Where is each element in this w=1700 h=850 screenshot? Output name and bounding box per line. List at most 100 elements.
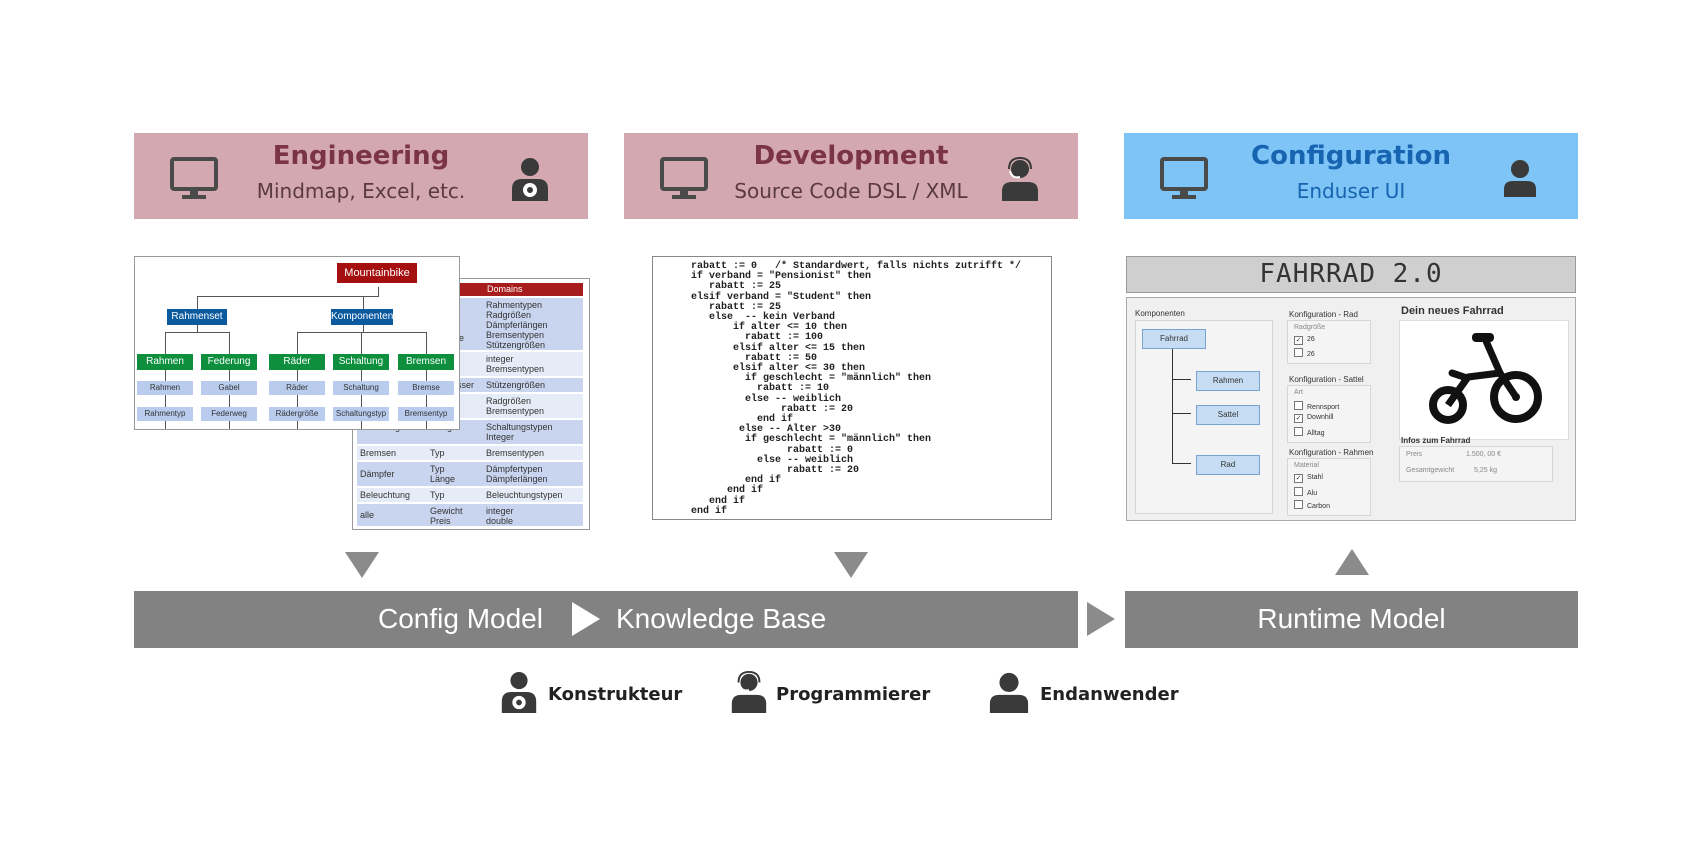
weight-label: Gesamtgewicht: [1406, 467, 1455, 474]
tree-node[interactable]: Rad: [1196, 455, 1260, 475]
rad-field-label: Radgröße: [1294, 324, 1326, 331]
components-label: Komponenten: [1135, 309, 1185, 318]
rad-section: Radgröße ✓26 26: [1287, 320, 1371, 364]
arrow-down-icon: [345, 552, 379, 578]
mindmap-category-node: Räder: [269, 354, 325, 370]
code-line: else -- weiblich: [691, 393, 842, 405]
code-line: rabatt := 0: [691, 444, 854, 456]
code-line: rabatt := 50: [691, 352, 818, 364]
code-line: if alter <= 10 then: [691, 322, 848, 334]
preview-title: Dein neues Fahrrad: [1401, 305, 1504, 317]
code-line: end if: [691, 475, 782, 487]
mindmap-leaf-node: Bremsentyp: [398, 407, 454, 421]
enduser-icon: [1504, 160, 1536, 197]
configuration-subtitle: Enduser UI: [1296, 179, 1406, 203]
tree-node-root[interactable]: Fahrrad: [1142, 329, 1206, 349]
mindmap-category-node: Rahmen: [137, 354, 193, 370]
table-row: alle Gewicht Preis integer double: [357, 504, 583, 526]
knowledge-base-label: Knowledge Base: [616, 603, 827, 634]
mindmap-category-node: Schaltung: [333, 354, 389, 370]
weight-value: 5,25 kg: [1474, 467, 1497, 474]
code-line: if geschlecht = "männlich" then: [691, 434, 932, 446]
mindmap-group-node: Komponenten: [331, 309, 393, 325]
programmer-headset-icon: [1002, 157, 1038, 201]
sattel-field-label: Art: [1294, 389, 1303, 396]
engineer-icon: [512, 158, 548, 201]
table-cell: Typ: [430, 448, 445, 458]
code-line: elsif alter <= 30 then: [691, 363, 866, 374]
mindmap-leaf-node: Rädergröße: [269, 407, 325, 421]
code-line: rabatt := 25: [691, 301, 782, 313]
rad-option[interactable]: 26: [1294, 348, 1315, 358]
code-line: if geschlecht = "männlich" then: [691, 373, 932, 385]
sattel-option[interactable]: ✓Downhill: [1294, 414, 1334, 423]
engineer-icon: [501, 671, 537, 713]
mindmap-leaf-node: Räder: [269, 381, 325, 395]
rad-section-title: Konfiguration - Rad: [1289, 310, 1358, 319]
code-line: rabatt := 0 /* Standardwert, falls nicht…: [691, 261, 1022, 272]
code-line: elsif alter <= 15 then: [691, 342, 866, 354]
mindmap-leaf-node: Schaltungstyp: [333, 407, 389, 421]
mindmap-leaf-node: Gabel: [201, 381, 257, 395]
config-model-label: Config Model: [378, 603, 543, 634]
code-line: else -- kein Verband: [691, 312, 836, 323]
enduser-icon: [989, 672, 1029, 713]
table-row: Beleuchtung Typ Beleuchtungstypen: [357, 488, 583, 502]
component-tree: Fahrrad Rahmen Sattel Rad: [1135, 320, 1273, 514]
mindmap-group-node: Rahmenset: [167, 309, 227, 325]
monitor-icon: [660, 157, 708, 199]
table-cell: integer double: [486, 506, 514, 526]
monitor-icon: [1160, 157, 1208, 199]
sattel-section-title: Konfiguration - Sattel: [1289, 375, 1364, 384]
table-cell: Radgrößen Bremsentypen: [486, 396, 545, 416]
mindmap-root-node: Mountainbike: [337, 263, 417, 283]
code-line: elsif verband = "Student" then: [691, 291, 872, 303]
app-window: Komponenten Fahrrad Rahmen Sattel Rad Ko…: [1126, 297, 1576, 521]
arrow-up-icon: [1335, 549, 1369, 575]
mindmap-leaf-node: Federweg: [201, 407, 257, 421]
code-line: end if: [691, 505, 728, 517]
runtime-model-label: Runtime Model: [1257, 603, 1446, 634]
domain-table-header-col3: Domains: [487, 284, 523, 294]
arrow-right-icon: [572, 602, 600, 636]
legend-endanwender: Endanwender: [988, 670, 1179, 716]
arrow-down-icon: [834, 552, 868, 578]
code-line: rabatt := 10: [691, 383, 830, 395]
tree-node[interactable]: Sattel: [1196, 405, 1260, 425]
table-cell: Dämpfertypen Dämpferlängen: [486, 464, 548, 484]
rahmen-option[interactable]: Alu: [1294, 487, 1317, 497]
mindmap-leaf-node: Rahmen: [137, 381, 193, 395]
rad-option[interactable]: ✓26: [1294, 336, 1315, 345]
price-value: 1.500, 00 €: [1466, 451, 1502, 458]
programmer-headset-icon: [731, 670, 767, 713]
sattel-option[interactable]: Alltag: [1294, 427, 1325, 437]
mindmap-leaf-node: Schaltung: [333, 381, 389, 395]
table-cell: integer Bremsentypen: [486, 354, 545, 374]
bike-preview: [1399, 320, 1569, 440]
table-cell: Dämpfer: [360, 469, 395, 479]
table-cell: Bremsentypen: [486, 448, 545, 458]
monitor-icon: [170, 157, 218, 199]
runtime-model-bar: Runtime Model: [1125, 591, 1578, 648]
mindmap-leaf-node: Bremse: [398, 381, 454, 395]
engineering-title: Engineering: [272, 141, 450, 171]
rahmen-option[interactable]: ✓Stahl: [1294, 474, 1323, 483]
price-label: Preis: [1406, 451, 1422, 458]
development-header: Development Source Code DSL / XML: [624, 133, 1078, 219]
mindmap-leaf-node: Rahmentyp: [137, 407, 193, 421]
table-cell: Rahmentypen Radgrößen Dämpferlängen Brem…: [486, 300, 548, 350]
table-cell: Schaltungstypen Integer: [486, 422, 553, 442]
mindmap-category-node: Federung: [201, 354, 257, 370]
sattel-option[interactable]: Rennsport: [1294, 401, 1339, 411]
code-line: else -- weiblich: [691, 454, 854, 466]
mindmap-category-node: Bremsen: [398, 354, 454, 370]
tree-node[interactable]: Rahmen: [1196, 371, 1260, 391]
legend-label: Programmierer: [776, 684, 931, 705]
config-model-bar: Config Model Knowledge Base: [134, 591, 1078, 648]
mindmap: Mountainbike Rahmenset Komponenten Rahme…: [134, 256, 460, 430]
rahmen-option[interactable]: Carbon: [1294, 500, 1330, 510]
arrow-right-icon: [1087, 602, 1115, 636]
legend-label: Endanwender: [1040, 684, 1179, 705]
code-line: end if: [691, 414, 794, 425]
sattel-section: Art Rennsport ✓Downhill Alltag: [1287, 385, 1371, 443]
